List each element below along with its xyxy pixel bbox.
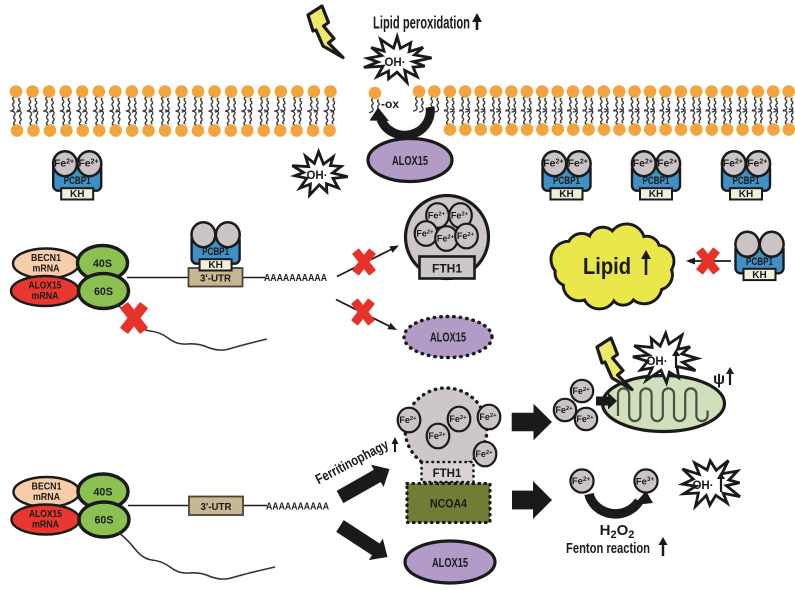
svg-text:Fe2+: Fe2+ <box>572 386 590 396</box>
svg-text:AAAAAAAAAA: AAAAAAAAAA <box>266 502 329 513</box>
svg-text:AAAAAAAAAA: AAAAAAAAAA <box>264 273 327 284</box>
svg-text:ALOX15: ALOX15 <box>29 280 62 292</box>
svg-text:KH: KH <box>739 189 753 200</box>
svg-text:40S: 40S <box>94 487 113 499</box>
svg-text:40S: 40S <box>93 258 112 270</box>
svg-text:BECN1: BECN1 <box>32 481 62 493</box>
svg-text:OH·: OH· <box>306 170 327 182</box>
svg-text:3'-UTR: 3'-UTR <box>200 273 231 285</box>
svg-text:Fe2+: Fe2+ <box>399 415 417 425</box>
svg-text:3'-UTR: 3'-UTR <box>201 501 232 513</box>
svg-text:60S: 60S <box>94 286 113 298</box>
svg-text:Fe2+: Fe2+ <box>457 231 475 241</box>
svg-text:OH·: OH· <box>384 57 405 69</box>
svg-text:PCBP1: PCBP1 <box>64 175 91 187</box>
svg-text:Fe3+: Fe3+ <box>636 476 655 488</box>
svg-text:ALOX15: ALOX15 <box>430 331 466 345</box>
svg-text:Fe2+: Fe2+ <box>572 476 591 487</box>
svg-text:Fe2+: Fe2+ <box>428 211 446 221</box>
svg-text:Fe2+: Fe2+ <box>428 431 446 441</box>
svg-text:ALOX15: ALOX15 <box>392 154 428 168</box>
svg-text:Fe2+: Fe2+ <box>449 414 467 424</box>
svg-text:KH: KH <box>208 260 222 271</box>
svg-text:Fenton reaction: Fenton reaction <box>566 540 650 557</box>
svg-text:Fe2+: Fe2+ <box>479 412 497 422</box>
svg-text:mRNA: mRNA <box>32 290 59 302</box>
svg-text:FTH1: FTH1 <box>432 262 462 276</box>
svg-text:KH: KH <box>649 189 663 200</box>
svg-text:ALOX15: ALOX15 <box>432 556 468 570</box>
svg-text:Lipid: Lipid <box>583 253 631 279</box>
svg-text:OH·: OH· <box>692 480 713 492</box>
svg-text:KH: KH <box>752 270 766 281</box>
svg-text:KH: KH <box>70 189 84 200</box>
svg-text:Fe2+: Fe2+ <box>555 405 573 415</box>
svg-text:PCBP1: PCBP1 <box>553 175 580 187</box>
svg-text:PCBP1: PCBP1 <box>746 256 773 268</box>
svg-text:NCOA4: NCOA4 <box>430 499 468 511</box>
svg-text:Fe2+: Fe2+ <box>451 211 469 221</box>
svg-text:ψ: ψ <box>713 371 725 388</box>
svg-text:mRNA: mRNA <box>32 519 59 531</box>
svg-text:PCBP1: PCBP1 <box>202 246 229 258</box>
svg-text:Fe2+: Fe2+ <box>437 234 455 244</box>
svg-text:-ox: -ox <box>381 97 399 111</box>
svg-text:FTH1: FTH1 <box>433 468 462 480</box>
svg-text:ALOX15: ALOX15 <box>29 508 62 520</box>
svg-text:PCBP1: PCBP1 <box>733 175 760 187</box>
svg-text:Lipid peroxidation: Lipid peroxidation <box>373 13 470 33</box>
svg-text:mRNA: mRNA <box>33 491 60 503</box>
svg-text:BECN1: BECN1 <box>31 252 61 264</box>
svg-text:mRNA: mRNA <box>33 263 60 275</box>
svg-text:Fe2+: Fe2+ <box>475 449 493 459</box>
svg-text:60S: 60S <box>95 515 114 527</box>
svg-text:H2O2: H2O2 <box>600 522 635 541</box>
svg-text:Fe2+: Fe2+ <box>416 229 434 239</box>
svg-text:Fe2+: Fe2+ <box>576 414 594 424</box>
svg-text:KH: KH <box>559 189 573 200</box>
svg-text:OH·: OH· <box>646 356 667 368</box>
svg-text:PCBP1: PCBP1 <box>643 175 670 187</box>
